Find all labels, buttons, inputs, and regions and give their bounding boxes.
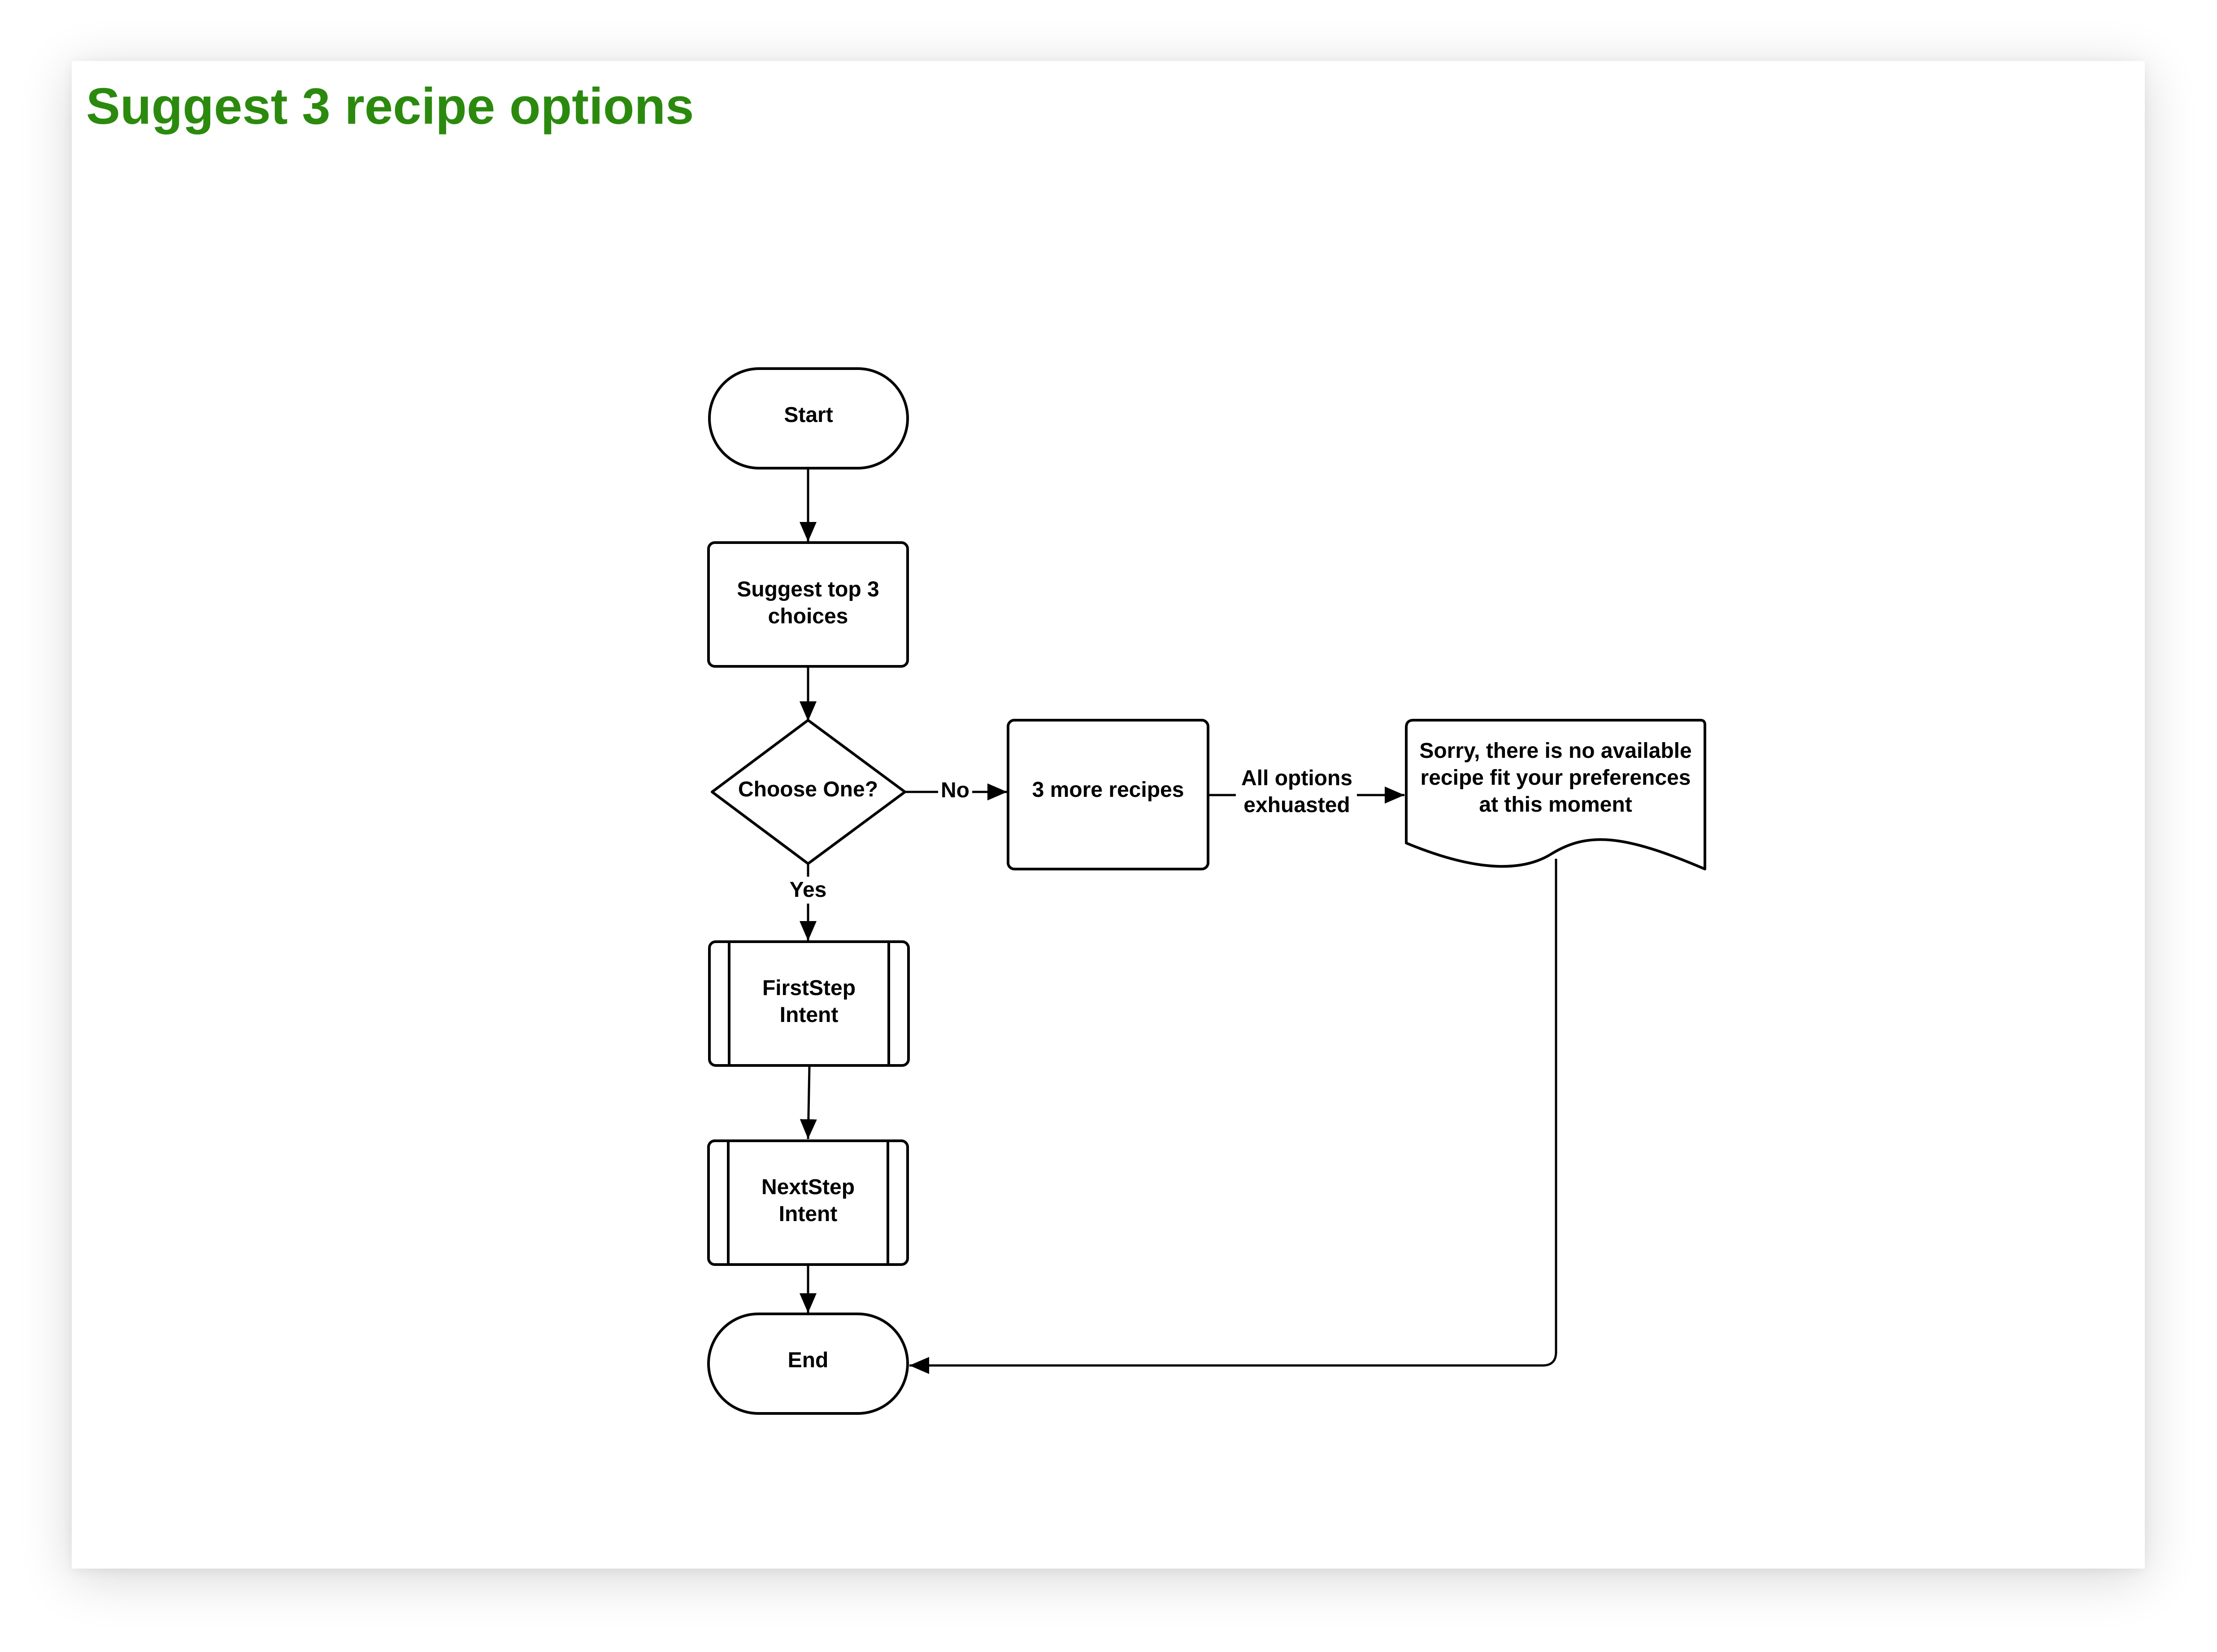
exhausted-label-bg	[1236, 762, 1357, 821]
first-step-label-1: FirstStep	[762, 976, 856, 1000]
decision-node: Choose One?	[711, 719, 906, 865]
sorry-label-1: Sorry, there is no available	[1419, 739, 1691, 763]
first-step-box	[708, 940, 910, 1067]
suggest-process-box	[707, 541, 909, 668]
next-step-label-2: Intent	[779, 1202, 838, 1226]
sorry-document	[1405, 719, 1706, 870]
edge-label-exhausted-1: All options	[1241, 766, 1352, 790]
sorry-label-2: recipe fit your preferences	[1421, 766, 1691, 790]
decision-label: Choose One?	[738, 778, 878, 801]
start-label: Start	[784, 403, 833, 427]
more-recipes-label: 3 more recipes	[1032, 778, 1184, 802]
edge-first-to-next	[800, 1065, 817, 1139]
more-recipes-node: 3 more recipes	[1007, 719, 1209, 870]
decision-diamond	[711, 719, 906, 865]
yes-label-bg	[786, 877, 830, 904]
page-title: Suggest 3 recipe options	[86, 78, 694, 135]
suggest-node: Suggest top 3 choices	[707, 541, 909, 668]
sorry-label-3: at this moment	[1479, 793, 1632, 817]
end-label: End	[788, 1348, 829, 1372]
suggest-label-1: Suggest top 3	[737, 578, 879, 601]
edge-labels: No Yes All options exhuasted	[786, 762, 1357, 904]
first-step-node: FirstStep Intent	[708, 940, 910, 1067]
edge-sorry-to-end	[909, 859, 1557, 1374]
sorry-node: Sorry, there is no available recipe fit …	[1405, 719, 1706, 870]
edge-label-no: No	[941, 778, 969, 802]
start-terminator	[708, 367, 909, 470]
next-step-label-1: NextStep	[761, 1175, 855, 1199]
end-node: End	[707, 1313, 909, 1415]
next-step-node: NextStep Intent	[707, 1139, 909, 1266]
edge-label-yes: Yes	[790, 878, 827, 902]
end-terminator	[707, 1313, 909, 1415]
no-label-bg	[938, 777, 972, 804]
first-step-label-2: Intent	[780, 1003, 839, 1027]
next-step-box	[707, 1139, 909, 1266]
edge-label-exhausted-2: exhuasted	[1243, 793, 1350, 817]
connectors	[800, 469, 1557, 1374]
start-node: Start	[708, 367, 909, 470]
suggest-label-2: choices	[768, 604, 848, 628]
more-recipes-box	[1007, 719, 1209, 870]
